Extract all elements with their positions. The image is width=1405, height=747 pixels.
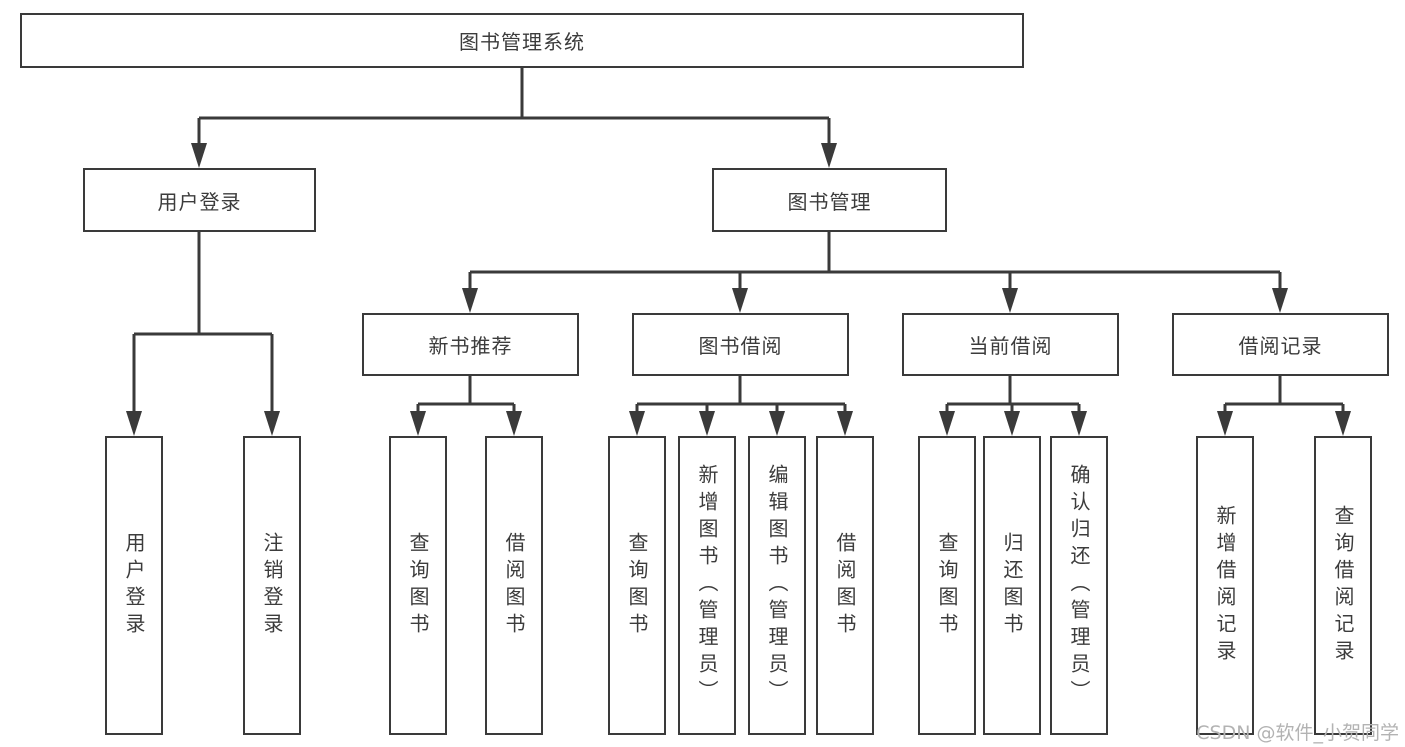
edge-new-book-rec-branch xyxy=(416,376,516,413)
node-ul-user-login: 用户登录 xyxy=(105,436,163,735)
watermark: CSDN @软件_小贺同学 xyxy=(1196,722,1399,744)
arrowhead xyxy=(837,411,853,436)
node-nb-borrow: 借阅图书 xyxy=(485,436,543,735)
arrowhead xyxy=(264,411,280,436)
node-br-add-label: 新增借阅记录 xyxy=(1213,504,1237,667)
node-nb-query-label: 查询图书 xyxy=(406,531,430,640)
node-cb-query: 查询图书 xyxy=(918,436,976,735)
arrowhead xyxy=(126,411,142,436)
node-book-borrow-label: 图书借阅 xyxy=(698,334,783,358)
node-cb-query-label: 查询图书 xyxy=(935,531,959,640)
node-book-borrow: 图书借阅 xyxy=(632,313,849,376)
edge-user-login-branch xyxy=(132,232,274,413)
arrowhead xyxy=(191,143,207,168)
arrowhead xyxy=(1002,288,1018,313)
node-current-borrow-label: 当前借阅 xyxy=(968,334,1053,358)
node-borrow-record: 借阅记录 xyxy=(1172,313,1389,376)
node-current-borrow: 当前借阅 xyxy=(902,313,1119,376)
edge-book-mgmt-branch xyxy=(468,232,1282,290)
node-new-book-rec: 新书推荐 xyxy=(362,313,579,376)
node-new-book-rec-label: 新书推荐 xyxy=(428,334,513,358)
node-user-login: 用户登录 xyxy=(83,168,316,232)
node-bb-borrow-label: 借阅图书 xyxy=(833,531,857,640)
arrowhead xyxy=(629,411,645,436)
arrowhead xyxy=(506,411,522,436)
node-bb-add: 新增图书（管理员） xyxy=(678,436,736,735)
node-root: 图书管理系统 xyxy=(20,13,1024,68)
node-cb-confirm: 确认归还（管理员） xyxy=(1050,436,1108,735)
node-br-query: 查询借阅记录 xyxy=(1314,436,1372,735)
node-br-query-label: 查询借阅记录 xyxy=(1331,504,1355,667)
node-bb-add-label: 新增图书（管理员） xyxy=(695,464,719,707)
arrowhead xyxy=(769,411,785,436)
node-bb-edit-label: 编辑图书（管理员） xyxy=(765,464,789,707)
arrowhead xyxy=(821,143,837,168)
arrowhead xyxy=(732,288,748,313)
node-bb-borrow: 借阅图书 xyxy=(816,436,874,735)
node-nb-borrow-label: 借阅图书 xyxy=(502,531,526,640)
node-br-add: 新增借阅记录 xyxy=(1196,436,1254,735)
node-cb-return-label: 归还图书 xyxy=(1000,531,1024,640)
node-ul-logout-label: 注销登录 xyxy=(260,531,284,640)
node-cb-confirm-label: 确认归还（管理员） xyxy=(1067,464,1091,707)
arrowhead xyxy=(1217,411,1233,436)
node-ul-logout: 注销登录 xyxy=(243,436,301,735)
edge-root-branch xyxy=(197,68,831,145)
node-borrow-record-label: 借阅记录 xyxy=(1238,334,1323,358)
node-book-mgmt-label: 图书管理 xyxy=(787,189,872,214)
node-bb-query-label: 查询图书 xyxy=(625,531,649,640)
node-root-label: 图书管理系统 xyxy=(459,30,585,54)
arrowhead xyxy=(462,288,478,313)
arrowhead xyxy=(410,411,426,436)
edge-book-borrow-branch xyxy=(635,376,847,413)
edge-borrow-record-branch xyxy=(1223,376,1345,413)
node-bb-edit: 编辑图书（管理员） xyxy=(748,436,806,735)
node-book-mgmt: 图书管理 xyxy=(712,168,947,232)
arrowhead xyxy=(1004,411,1020,436)
arrowhead xyxy=(1335,411,1351,436)
arrowhead xyxy=(1272,288,1288,313)
node-user-login-label: 用户登录 xyxy=(157,189,242,214)
node-bb-query: 查询图书 xyxy=(608,436,666,735)
arrowhead xyxy=(939,411,955,436)
node-nb-query: 查询图书 xyxy=(389,436,447,735)
edge-current-borrow-branch xyxy=(945,376,1081,413)
node-cb-return: 归还图书 xyxy=(983,436,1041,735)
node-ul-user-login-label: 用户登录 xyxy=(122,531,146,640)
arrowhead xyxy=(1071,411,1087,436)
arrowhead xyxy=(699,411,715,436)
